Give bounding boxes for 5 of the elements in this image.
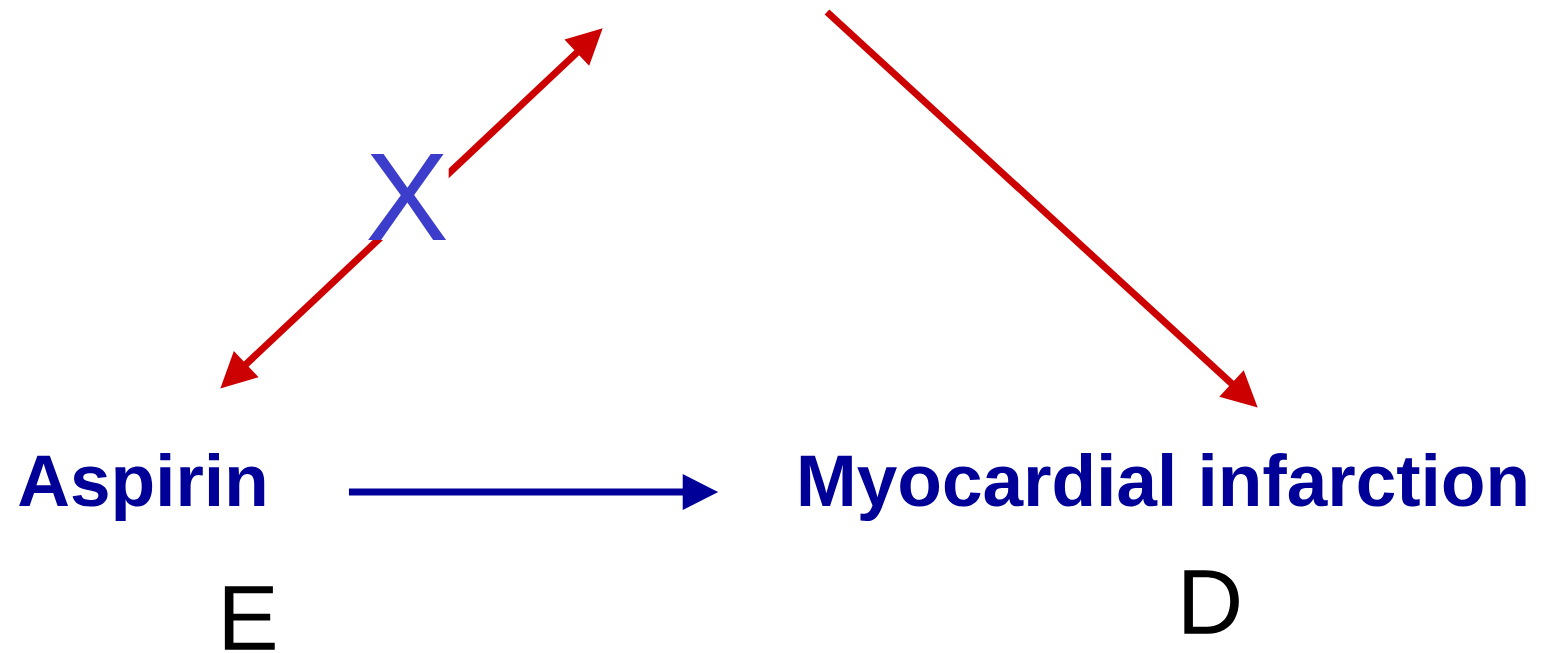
variable-letter: E: [224, 586, 275, 650]
variable-letter: D: [1184, 570, 1239, 634]
node-label: Aspirin: [19, 453, 265, 522]
edge-label: X: [365, 154, 449, 240]
node-label: Myocardial infarction: [800, 453, 1526, 522]
